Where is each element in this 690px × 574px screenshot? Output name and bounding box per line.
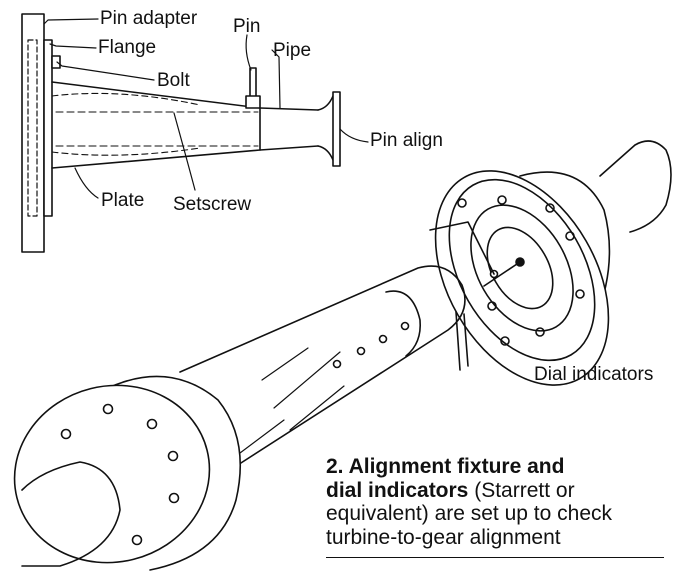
caption-title-cont: dial indicators: [326, 478, 469, 502]
label-pin-align: Pin align: [370, 130, 443, 151]
label-setscrew: Setscrew: [173, 194, 252, 215]
label-flange: Flange: [98, 37, 157, 58]
schematic-pin-adapter: [21, 13, 61, 253]
label-pipe: Pipe: [273, 40, 312, 61]
caption-underline: [326, 557, 664, 558]
schematic-plate: [51, 81, 261, 169]
schematic-pin: [245, 67, 261, 109]
label-bolt: Bolt: [157, 70, 190, 91]
schematic-pipe: [259, 91, 341, 167]
rear-flange: [429, 140, 672, 386]
label-plate: Plate: [101, 190, 145, 211]
fixture-shaft: [179, 265, 466, 471]
caption-text-3: turbine-to-gear alignment: [326, 525, 561, 549]
caption-text-1: (Starrett or: [468, 478, 575, 502]
caption-title: 2. Alignment fixture and: [326, 455, 565, 478]
label-pin: Pin: [233, 16, 261, 37]
label-dial-indicators: Dial indicators: [534, 364, 654, 385]
figure-caption: 2. Alignment fixture and dial indicators…: [326, 455, 666, 549]
caption-text-2: equivalent) are set up to check: [326, 502, 613, 525]
front-flange: [13, 375, 242, 571]
label-pin-adapter: Pin adapter: [100, 8, 198, 29]
